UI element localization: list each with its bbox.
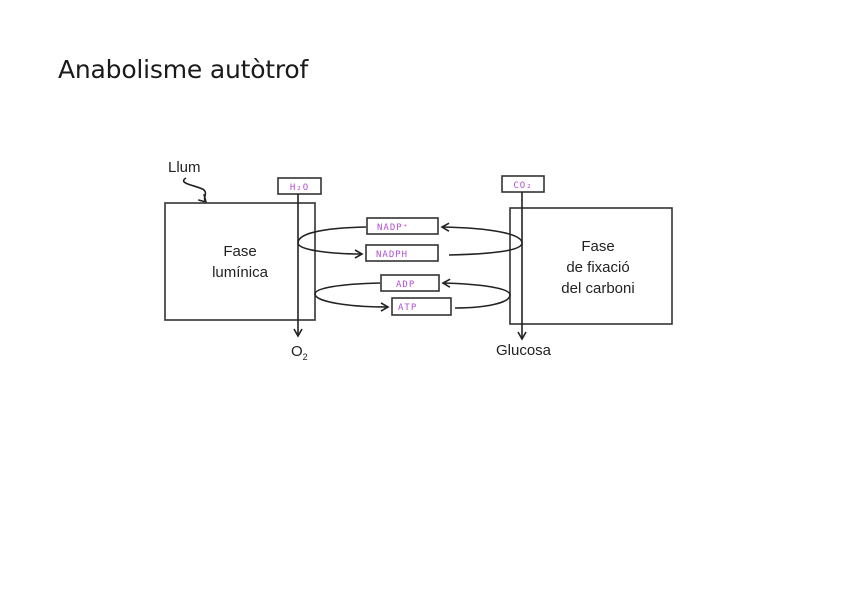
carbon-phase-label-line2: de fixació — [566, 259, 629, 276]
nadp-cycle-bottom-arc — [297, 242, 364, 259]
oxygen-label: O2 — [291, 343, 308, 362]
carbon-fixation-box — [509, 207, 673, 325]
nadph-label: NADPH — [376, 250, 408, 260]
adp-return-arc — [441, 278, 511, 296]
glucose-label: Glucosa — [496, 342, 552, 359]
co2-input-box — [501, 175, 545, 193]
nadph-box — [365, 244, 439, 262]
atp-cycle-bottom-arc — [314, 293, 390, 312]
water-input-box — [277, 177, 322, 195]
atp-label: ATP — [398, 303, 417, 313]
adp-box — [380, 274, 440, 292]
carbon-phase-label-line3: del carboni — [561, 280, 634, 297]
nadph-forward-arc — [448, 242, 523, 256]
light-label: Llum — [168, 159, 201, 176]
adp-cycle-top-arc — [314, 282, 381, 295]
atp-forward-arc — [454, 294, 511, 309]
co2-label: CO₂ — [513, 181, 532, 191]
water-label: H₂O — [290, 183, 309, 193]
adp-label: ADP — [396, 280, 415, 290]
light-phase-box — [164, 202, 316, 321]
carbon-phase-label-line1: Fase — [581, 238, 614, 255]
nadp-plus-box — [366, 217, 439, 235]
page-title: Anabolisme autòtrof — [58, 55, 309, 84]
atp-box — [391, 297, 452, 316]
nadp-plus-label: NADP⁺ — [377, 223, 409, 233]
nadp-cycle-top-arc — [297, 226, 367, 244]
light-arrow — [182, 177, 208, 204]
light-phase-label-line1: Fase — [223, 243, 256, 260]
nadp-return-arc — [440, 222, 523, 244]
light-phase-label-line2: lumínica — [212, 264, 269, 281]
